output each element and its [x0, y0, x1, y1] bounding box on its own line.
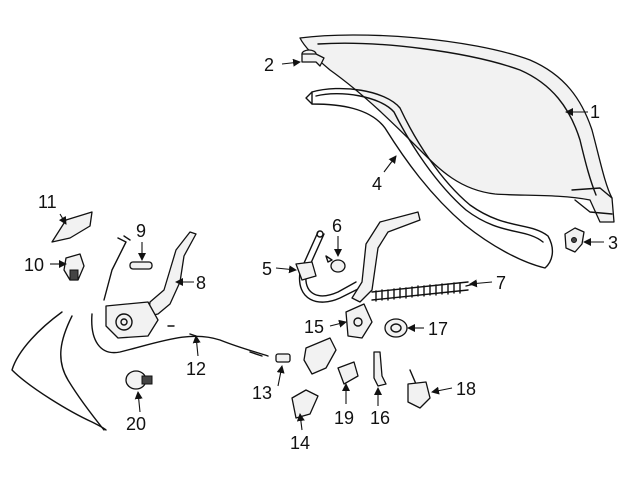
part-12-cable [11, 311, 269, 431]
callout-9: 9 [136, 221, 146, 241]
callout-16: 16 [370, 408, 390, 428]
part-13-latch [275, 337, 337, 375]
part-9-pin [129, 261, 153, 270]
callout-10: 10 [24, 255, 44, 275]
part-10-sensor [63, 253, 85, 281]
callout-18: 18 [456, 379, 476, 399]
callout-5: 5 [262, 259, 272, 279]
part-20-switch [125, 370, 153, 390]
part-17-bezel [384, 318, 408, 338]
part-2-bump-stop [301, 49, 325, 67]
callout-labels: 1 2 3 4 5 6 7 8 9 10 11 12 13 14 15 16 1… [24, 55, 618, 453]
part-18-cylinder [407, 369, 431, 409]
part-15-latch-assembly [345, 303, 373, 339]
callout-3: 3 [608, 233, 618, 253]
callout-4: 4 [372, 174, 382, 194]
callout-13: 13 [252, 383, 272, 403]
part-1-trunk-lid [299, 34, 615, 223]
callout-11: 11 [38, 192, 57, 212]
callout-12: 12 [186, 359, 206, 379]
part-11-cover [51, 211, 93, 243]
callout-14: 14 [290, 433, 310, 453]
callout-2: 2 [264, 55, 274, 75]
callout-8: 8 [196, 273, 206, 293]
part-14-bumper [291, 389, 319, 419]
part-3-bracket [564, 227, 585, 253]
part-8-left-hinge [103, 231, 197, 317]
lock-actuator-assembly [105, 301, 159, 339]
callout-15: 15 [304, 317, 324, 337]
callout-20: 20 [126, 414, 146, 434]
callout-19: 19 [334, 408, 354, 428]
part-7-spring [371, 281, 475, 302]
part-19-bracket [337, 361, 359, 385]
callout-7: 7 [496, 273, 506, 293]
hinge-assembly [351, 211, 421, 303]
leader-lines [50, 58, 604, 431]
part-4-weatherstrip [305, 87, 554, 269]
callout-17: 17 [428, 319, 448, 339]
part-6-bolt [325, 255, 346, 273]
callout-6: 6 [332, 216, 342, 236]
callout-1: 1 [590, 102, 600, 122]
part-5-hinge-arm [295, 230, 361, 303]
part-16-rod [373, 351, 387, 387]
